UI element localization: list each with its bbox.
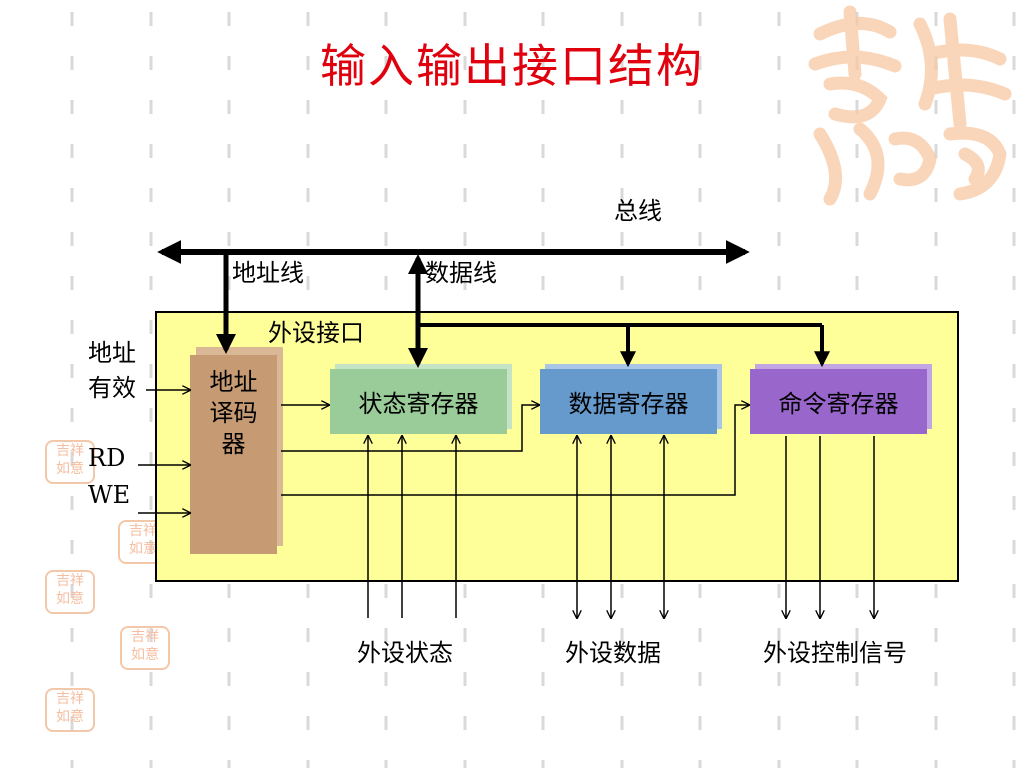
watermark-stamp: 吉祥如意 (45, 570, 95, 614)
status-register: 状态寄存器 (330, 369, 507, 434)
decoder-label-line3: 器 (221, 430, 246, 459)
data-line-label: 数据线 (425, 259, 497, 287)
interface-label: 外设接口 (268, 319, 364, 347)
page-title: 输入输出接口结构 (320, 39, 704, 93)
data-register: 数据寄存器 (540, 369, 717, 434)
device-data-label: 外设数据 (565, 639, 661, 667)
address-valid-label-line2: 有效 (88, 374, 136, 402)
watermark-stamp: 吉祥如意 (45, 440, 95, 484)
select-command-line (281, 405, 749, 496)
we-label: WE (88, 481, 131, 509)
command-register: 命令寄存器 (750, 369, 927, 434)
device-control-label: 外设控制信号 (763, 639, 907, 667)
address-decoder: 地址 译码 器 (190, 355, 277, 554)
rd-label: RD (88, 444, 126, 472)
address-line-label: 地址线 (232, 259, 304, 287)
watermark-stamp: 吉祥如意 (120, 626, 170, 670)
select-data-line (281, 405, 539, 452)
address-valid-label-line1: 地址 (88, 339, 136, 367)
watermark-stamp: 吉祥如意 (45, 688, 95, 732)
bus-label: 总线 (614, 197, 662, 225)
decoder-label-line2: 译码 (209, 399, 258, 428)
watermark-large (800, 4, 1015, 209)
decoder-label-line1: 地址 (209, 368, 258, 396)
device-status-label: 外设状态 (357, 639, 453, 667)
